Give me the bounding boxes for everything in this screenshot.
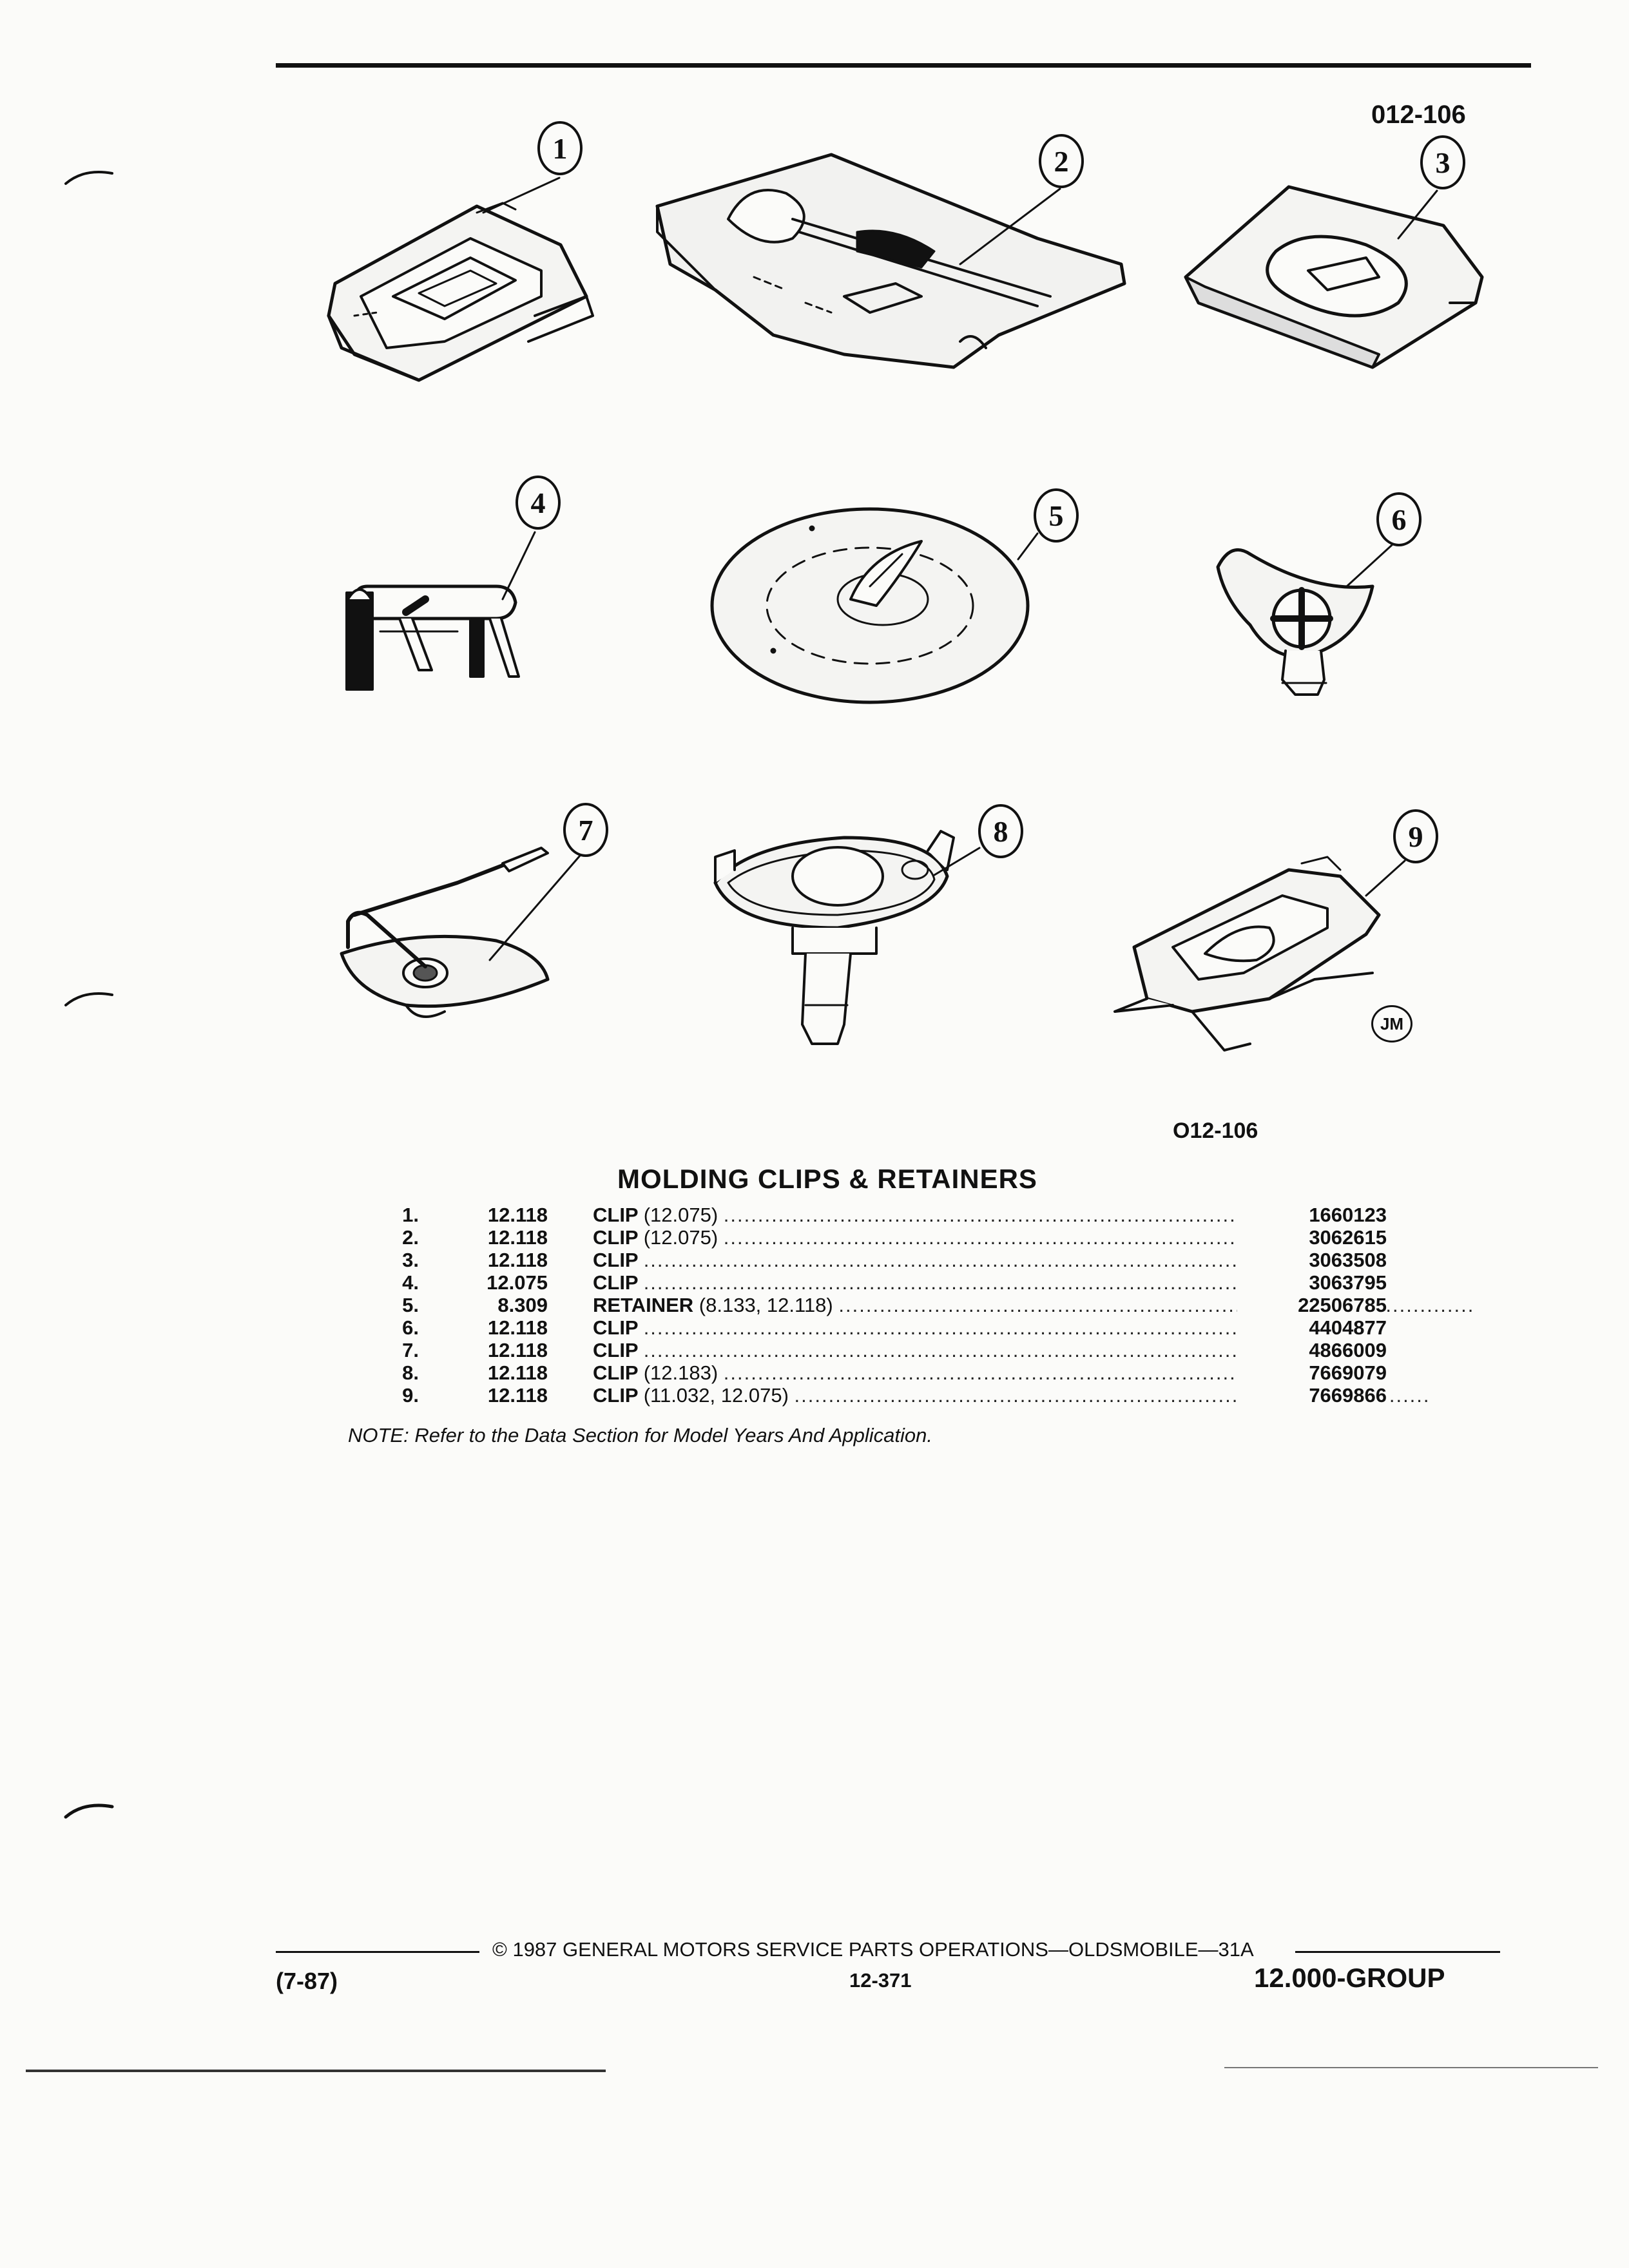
- binder-mark-middle: [64, 992, 113, 1006]
- binder-mark-bottom: [64, 1803, 114, 1819]
- leader-line-3: [1397, 189, 1438, 240]
- callout-5: 5: [1034, 488, 1079, 543]
- parts-row: 4. 12.075 CLIP .........................…: [402, 1271, 1387, 1294]
- figure-code-bottom: O12-106: [1173, 1119, 1258, 1143]
- parts-row: 7. 12.118 CLIP .........................…: [402, 1339, 1387, 1361]
- callout-9: 9: [1393, 809, 1438, 863]
- page-number: 12-371: [849, 1969, 912, 1992]
- group-label: 12.000-GROUP: [1254, 1963, 1445, 1993]
- footer-rule-right: [1295, 1951, 1500, 1953]
- application-note: NOTE: Refer to the Data Section for Mode…: [348, 1424, 932, 1446]
- scan-edge-right: [1224, 2067, 1598, 2068]
- leader-line-2: [959, 187, 1061, 265]
- clip-3-illustration: [1184, 185, 1484, 369]
- clip-9-illustration: [1113, 856, 1381, 1052]
- callout-6: 6: [1376, 492, 1422, 546]
- leader-line-7: [488, 854, 581, 961]
- parts-row: 6. 12.118 CLIP .........................…: [402, 1316, 1387, 1339]
- parts-row: 1. 12.118 CLIP (12.075) ................…: [402, 1204, 1387, 1226]
- binder-mark-top: [64, 171, 113, 185]
- clip-2-illustration: [655, 153, 1126, 369]
- callout-1: 1: [537, 121, 583, 175]
- page-title: MOLDING CLIPS & RETAINERS: [617, 1164, 1037, 1194]
- callout-3: 3: [1420, 135, 1465, 189]
- leader-line-4: [501, 531, 536, 601]
- leader-line-1: [482, 177, 561, 214]
- parts-row: 2. 12.118 CLIP (12.075) ................…: [402, 1226, 1387, 1249]
- scan-edge-left: [26, 2070, 606, 2072]
- date-code: (7-87): [276, 1968, 338, 1994]
- top-rule: [276, 63, 1531, 68]
- parts-list: 1. 12.118 CLIP (12.075) ................…: [348, 1204, 1475, 1407]
- clip-8-illustration: [713, 830, 955, 1045]
- footer-rule-left: [276, 1951, 479, 1953]
- parts-row: 5. 8.309 RETAINER (8.133, 12.118) ......…: [402, 1294, 1475, 1316]
- callout-4: 4: [516, 476, 561, 530]
- figure-code-top: 012-106: [1371, 101, 1466, 129]
- leader-line-9: [1365, 860, 1406, 897]
- callout-2: 2: [1039, 134, 1084, 188]
- retainer-5-illustration: [710, 507, 1030, 704]
- clip-6-illustration: [1216, 548, 1374, 696]
- artist-mark: JM: [1371, 1005, 1412, 1043]
- parts-row: 3. 12.118 CLIP .........................…: [402, 1249, 1387, 1271]
- clip-1-illustration: [327, 202, 594, 382]
- clip-4-illustration: [345, 584, 520, 691]
- parts-row: 8. 12.118 CLIP (12.183) ................…: [402, 1361, 1387, 1384]
- parts-row: 9. 12.118 CLIP (11.032, 12.075) ........…: [402, 1384, 1431, 1407]
- callout-7: 7: [563, 803, 608, 857]
- leader-line-6: [1345, 544, 1393, 588]
- leader-line-5: [1017, 532, 1039, 561]
- copyright-line: © 1987 GENERAL MOTORS SERVICE PARTS OPER…: [492, 1938, 1254, 1961]
- leader-line-8: [933, 847, 981, 876]
- callout-8: 8: [978, 804, 1023, 858]
